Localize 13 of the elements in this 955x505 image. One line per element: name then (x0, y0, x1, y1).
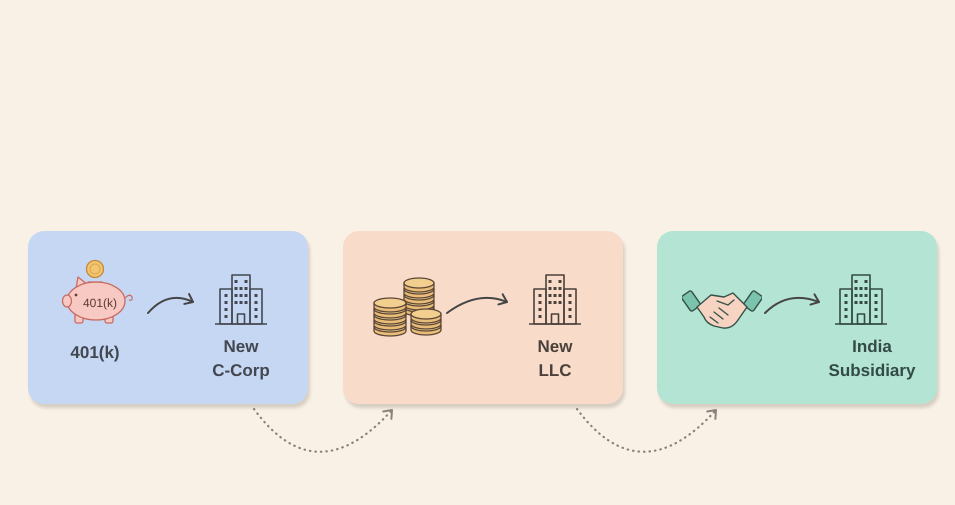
arrow (764, 294, 820, 314)
dashed-arrow (252, 408, 394, 453)
node-label: 401(k) (69, 342, 121, 364)
panel-card (28, 231, 308, 404)
panel-card (343, 231, 623, 404)
node-label: India Subsidiary (828, 336, 916, 382)
node-label: New C-Corp (211, 336, 271, 382)
arrow (147, 293, 194, 314)
dashed-arrow (576, 408, 718, 453)
arrow (446, 293, 508, 314)
node-label: New LLC (536, 336, 574, 382)
panel-card (657, 231, 937, 404)
icon-label: 401(k) (82, 296, 118, 310)
